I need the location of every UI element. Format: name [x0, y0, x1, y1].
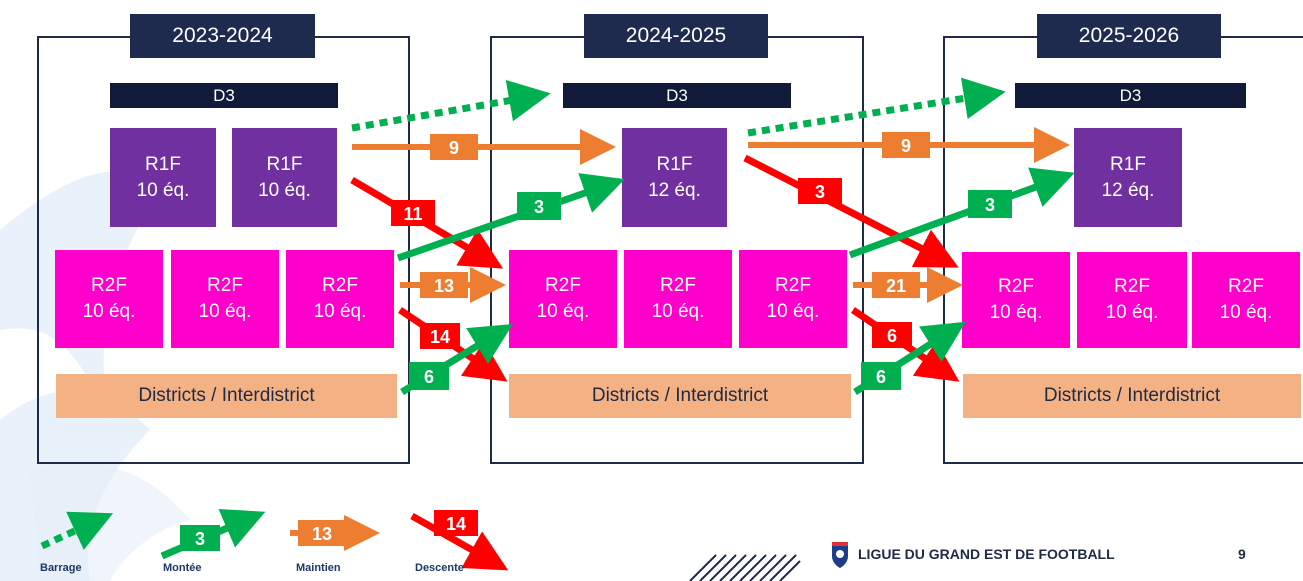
r1f-box-2024: R1F 12 éq.	[622, 128, 727, 227]
montee-value-r2f-2023: 3	[534, 197, 544, 217]
d3-bar-2025-2026: D3	[1015, 83, 1246, 108]
r2f-box-2024-c: R2F 10 éq.	[739, 250, 847, 348]
montee-badge-district-2024	[861, 362, 901, 390]
r2f-teams: 10 éq.	[1105, 302, 1159, 323]
barrage-arrow-2023	[351, 79, 551, 132]
descente-badge-r1f-2023	[391, 200, 435, 226]
d3-bar-2023-2024: D3	[110, 83, 338, 108]
legend-maintien-badge	[298, 520, 346, 546]
descente-value-r2f-2024: 6	[887, 326, 897, 346]
legend-barrage-label: Barrage	[40, 562, 82, 574]
descente-badge-r2f-2024	[872, 322, 912, 348]
descente-arrow-r1f-2024	[743, 154, 959, 268]
barrage-arrow-2024	[747, 77, 1006, 137]
r1f-box-2023-b: R1F 10 éq.	[232, 128, 337, 227]
legend-descente-badge	[434, 510, 478, 536]
maintien-badge-r1f-2023	[430, 134, 478, 160]
r2f-label: R2F	[322, 275, 358, 296]
r2f-label: R2F	[1114, 276, 1150, 297]
r2f-box-2025-b: R2F 10 éq.	[1077, 252, 1187, 348]
descente-value-r1f-2023: 11	[403, 204, 422, 224]
maintien-value-r1f-2024: 9	[901, 136, 911, 156]
r2f-teams: 10 éq.	[82, 301, 136, 322]
r2f-box-2023-c: R2F 10 éq.	[286, 250, 394, 348]
season-title-2025-2026: 2025-2026	[1037, 14, 1221, 58]
r1f-teams: 12 éq.	[1101, 179, 1155, 201]
legend-montee-badge	[180, 525, 220, 551]
r2f-teams: 10 éq.	[198, 301, 252, 322]
maintien-value-r1f-2023: 9	[449, 138, 459, 158]
r2f-label: R2F	[91, 275, 127, 296]
montee-arrow-r2f-2023	[396, 173, 625, 262]
r1f-teams: 12 éq.	[648, 179, 701, 201]
montee-value-district-2024: 6	[876, 367, 886, 387]
montee-value-r2f-2024: 3	[985, 195, 995, 215]
r2f-label: R2F	[775, 275, 811, 296]
season-title-2023-2024: 2023-2024	[130, 14, 315, 58]
r1f-teams: 10 éq.	[136, 179, 190, 201]
legend-descente-arrow	[410, 512, 509, 571]
r2f-box-2025-a: R2F 10 éq.	[962, 252, 1070, 348]
r2f-teams: 10 éq.	[1219, 302, 1273, 323]
montee-arrow-r2f-2024	[848, 167, 1075, 259]
r2f-box-2023-a: R2F 10 éq.	[55, 250, 163, 348]
maintien-badge-r2f-2023	[420, 272, 468, 298]
r2f-box-2024-b: R2F 10 éq.	[624, 250, 732, 348]
legend-barrage-arrow	[40, 511, 114, 550]
season-title-2024-2025: 2024-2025	[584, 14, 768, 58]
r2f-label: R2F	[1228, 276, 1264, 297]
r2f-label: R2F	[545, 275, 581, 296]
montee-badge-district-2023	[409, 362, 449, 390]
hatch-decoration	[689, 554, 801, 581]
districts-bar-2025: Districts / Interdistrict	[963, 374, 1301, 418]
r1f-label: R1F	[145, 153, 181, 175]
r1f-label: R1F	[656, 153, 693, 175]
maintien-value-r2f-2024: 21	[886, 276, 906, 296]
r1f-label: R1F	[266, 153, 303, 175]
legend-montee-label: Montée	[163, 562, 202, 574]
maintien-badge-r2f-2024	[872, 272, 920, 298]
r2f-label: R2F	[207, 275, 243, 296]
d3-bar-2024-2025: D3	[563, 83, 791, 108]
r1f-box-2025: R1F 12 éq.	[1074, 128, 1182, 227]
descente-value-r2f-2023: 14	[430, 327, 450, 347]
r2f-box-2024-a: R2F 10 éq.	[509, 250, 617, 348]
r2f-label: R2F	[660, 275, 696, 296]
r2f-box-2025-c: R2F 10 éq.	[1192, 252, 1300, 348]
r1f-box-2023-a: R1F 10 éq.	[110, 128, 216, 227]
r2f-teams: 10 éq.	[313, 301, 367, 322]
r1f-teams: 10 éq.	[258, 179, 311, 201]
page-number: 9	[1238, 546, 1246, 562]
maintien-badge-r1f-2024	[882, 132, 930, 158]
maintien-value-r2f-2023: 13	[434, 276, 454, 296]
descente-badge-r2f-2023	[420, 323, 460, 349]
legend-maintien-value: 13	[312, 524, 332, 544]
legend-maintien-label: Maintien	[296, 562, 341, 574]
legend-descente-label: Descente	[415, 562, 464, 574]
montee-badge-r2f-2023	[517, 192, 561, 220]
legend-montee-value: 3	[195, 529, 205, 549]
r1f-label: R1F	[1110, 153, 1146, 175]
montee-value-district-2023: 6	[424, 367, 434, 387]
r2f-teams: 10 éq.	[536, 301, 590, 322]
league-logo-icon	[832, 542, 848, 568]
legend-descente-value: 14	[446, 514, 466, 534]
r2f-teams: 10 éq.	[766, 301, 820, 322]
r2f-teams: 10 éq.	[651, 301, 705, 322]
league-name: LIGUE DU GRAND EST DE FOOTBALL	[858, 546, 1115, 562]
r2f-label: R2F	[998, 276, 1034, 297]
districts-bar-2023: Districts / Interdistrict	[56, 374, 397, 418]
districts-bar-2024: Districts / Interdistrict	[509, 374, 851, 418]
descente-value-r1f-2024: 3	[815, 182, 825, 202]
montee-badge-r2f-2024	[968, 190, 1012, 218]
descente-badge-r1f-2024	[798, 178, 842, 204]
r2f-teams: 10 éq.	[989, 302, 1043, 323]
r2f-box-2023-b: R2F 10 éq.	[171, 250, 279, 348]
